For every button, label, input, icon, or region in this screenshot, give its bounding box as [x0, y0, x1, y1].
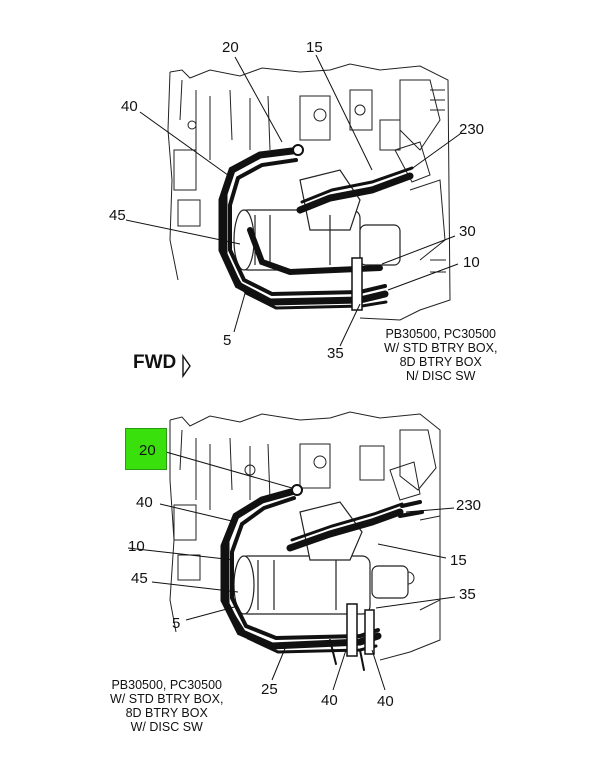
callout-25-bottom: 25 — [261, 681, 278, 698]
forward-indicator: FWD — [133, 352, 177, 373]
callout-230-top: 230 — [459, 121, 485, 138]
callout-10-top: 10 — [463, 254, 480, 271]
top-caption: PB30500, PC30500 W/ STD BTRY BOX, 8D BTR… — [384, 327, 497, 383]
forward-arrow-icon — [182, 353, 191, 379]
bottom-cable-harness — [220, 484, 424, 671]
top-caption-line: W/ STD BTRY BOX, — [384, 341, 498, 355]
top-caption-line: PB30500, PC30500 — [385, 327, 496, 341]
bottom-caption: PB30500, PC30500 W/ STD BTRY BOX, 8D BTR… — [110, 678, 223, 734]
callout-40-bottom-left: 40 — [136, 494, 153, 511]
callout-5-bottom: 5 — [172, 615, 181, 632]
callout-35-bottom: 35 — [459, 586, 476, 603]
callout-40-top: 40 — [121, 98, 138, 115]
top-caption-line: 8D BTRY BOX — [399, 355, 482, 369]
callout-15-bottom: 15 — [450, 552, 467, 569]
callout-45-top: 45 — [109, 207, 126, 224]
callout-45-bottom: 45 — [131, 570, 148, 587]
callout-10-bottom: 10 — [128, 538, 145, 555]
callout-20-bottom: 20 — [139, 442, 156, 459]
bottom-caption-line: 8D BTRY BOX — [125, 706, 208, 720]
bottom-caption-line: PB30500, PC30500 — [111, 678, 222, 692]
bottom-caption-line: W/ DISC SW — [130, 720, 203, 734]
top-caption-line: N/ DISC SW — [406, 369, 476, 383]
callout-5-top: 5 — [223, 332, 232, 349]
bottom-engine-block — [169, 411, 441, 661]
callout-20-top: 20 — [222, 39, 239, 56]
bottom-leader-lines — [127, 451, 456, 691]
callout-230-bottom: 230 — [456, 497, 482, 514]
callout-40-bottom-mid: 40 — [321, 692, 338, 709]
top-cable-harness — [218, 144, 414, 311]
bottom-caption-line: W/ STD BTRY BOX, — [110, 692, 224, 706]
callout-35-top: 35 — [327, 345, 344, 362]
top-engine-block — [167, 63, 451, 321]
callout-40-bottom-right: 40 — [377, 693, 394, 710]
top-leader-lines — [125, 54, 461, 347]
callout-30-top: 30 — [459, 223, 476, 240]
callout-15-top: 15 — [306, 39, 323, 56]
highlighted-callout-box[interactable]: 20 — [125, 428, 167, 470]
